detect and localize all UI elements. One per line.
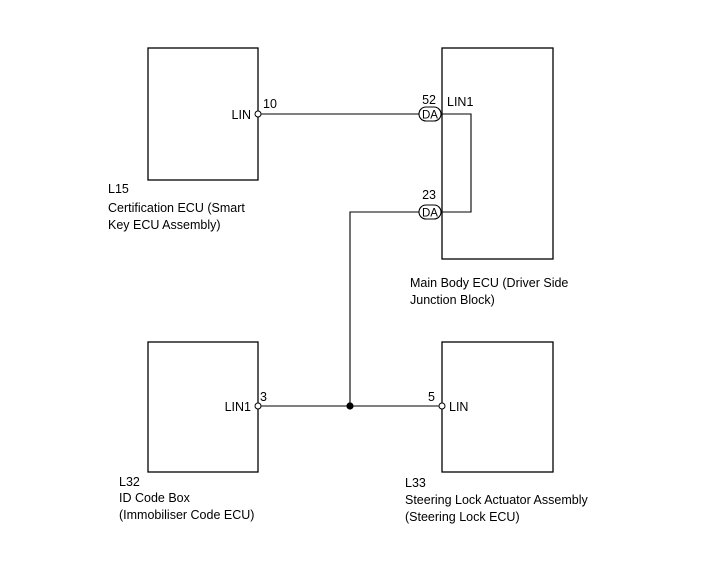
wire-main-internal-jumper	[440, 113, 472, 213]
l33-pin-5-terminal	[438, 402, 446, 410]
l33-code: L33	[405, 476, 426, 490]
splice-junction-dot	[346, 402, 354, 410]
l15-pin-10-terminal	[254, 110, 262, 118]
l32-name-line1: ID Code Box	[119, 491, 191, 505]
connector-da-52: DA	[418, 106, 442, 122]
l32-pin-label: LIN1	[225, 400, 251, 414]
wire-main-23-to-junction	[349, 211, 419, 406]
connector-da-23: DA	[418, 204, 442, 220]
main-body-pin-label: LIN1	[447, 95, 473, 109]
main-body-pin-52-number: 52	[422, 93, 436, 107]
l33-pin-label: LIN	[449, 400, 468, 414]
main-body-pin-23-number: 23	[422, 188, 436, 202]
l15-name-line2: Key ECU Assembly)	[108, 218, 221, 232]
l15-name-line1: Certification ECU (Smart	[108, 201, 245, 215]
main-body-name-line1: Main Body ECU (Driver Side	[410, 276, 568, 290]
l32-pin-number: 3	[260, 390, 267, 404]
l32-name-line2: (Immobiliser Code ECU)	[119, 508, 254, 522]
connector-da-52-label: DA	[422, 110, 438, 122]
l15-pin-label: LIN	[232, 108, 251, 122]
l32-pin-3-terminal	[254, 402, 262, 410]
l33-name-line2: (Steering Lock ECU)	[405, 510, 520, 524]
l15-pin-number: 10	[263, 97, 277, 111]
main-body-name-line2: Junction Block)	[410, 293, 495, 307]
l33-name-line1: Steering Lock Actuator Assembly	[405, 493, 588, 507]
l32-code: L32	[119, 475, 140, 489]
l33-pin-number: 5	[428, 390, 435, 404]
main-body-ecu-box	[441, 47, 554, 260]
connector-da-23-label: DA	[422, 208, 438, 220]
l15-code: L15	[108, 182, 129, 196]
